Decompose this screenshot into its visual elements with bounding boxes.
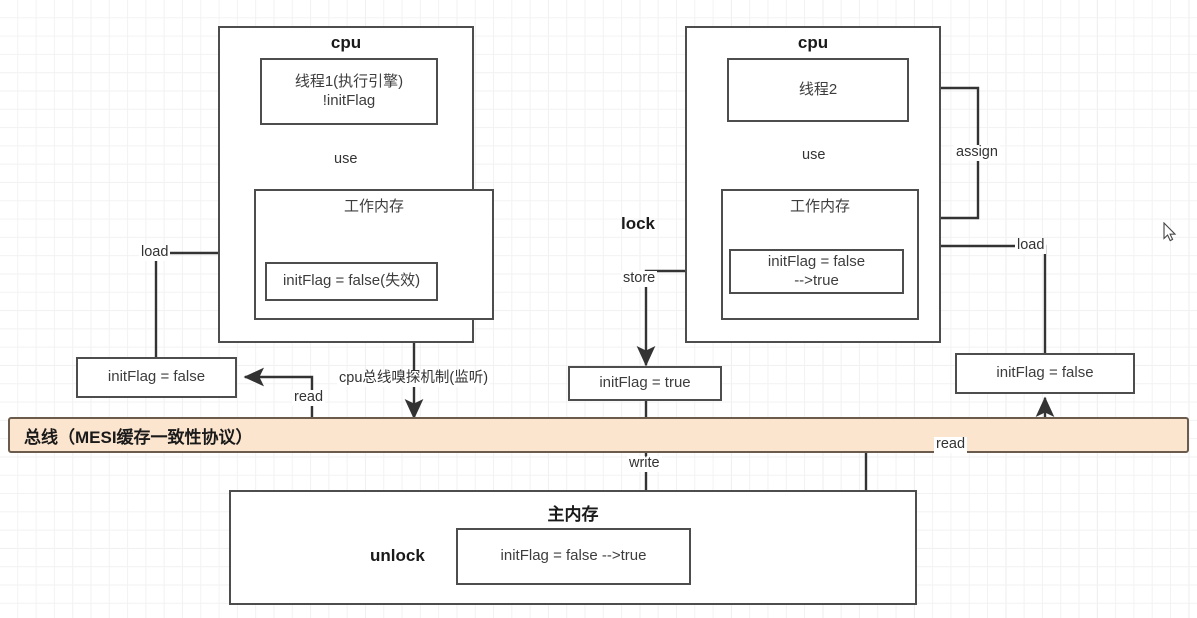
label-read-left: read <box>292 389 326 406</box>
var-right-label: initFlag = false -->true <box>731 251 902 292</box>
label-use-right: use <box>800 147 828 164</box>
thread2-box: 线程2 <box>727 58 909 122</box>
label-load-left: load <box>139 244 171 261</box>
thread1-line1: 线程1(执行引擎) <box>294 72 404 90</box>
cache-box-left: initFlag = false <box>76 357 237 398</box>
label-store: store <box>621 270 658 287</box>
main-memory-var-box: initFlag = false -->true <box>456 528 691 585</box>
label-unlock: unlock <box>370 546 425 565</box>
main-memory-title: 主内存 <box>547 505 599 524</box>
cache-box-middle-label: initFlag = true <box>599 374 691 392</box>
cache-box-middle: initFlag = true <box>568 366 722 401</box>
label-load-right: load <box>1015 237 1047 254</box>
label-lock: lock <box>621 214 656 233</box>
cpu-right-title: cpu <box>797 33 829 52</box>
label-assign: assign <box>954 144 1000 161</box>
work-memory-left-title: 工作内存 <box>343 198 404 215</box>
label-use-left: use <box>332 151 360 168</box>
thread1-box: 线程1(执行引擎) !initFlag <box>260 58 438 125</box>
edge-read-left <box>243 367 314 429</box>
main-memory-var-label: initFlag = false -->true <box>500 547 647 565</box>
mouse-cursor <box>1163 222 1177 242</box>
var-right-box: initFlag = false -->true <box>729 249 904 294</box>
var-right-line1: initFlag = false <box>767 252 866 270</box>
bus-bar: 总线（MESI缓存一致性协议） <box>8 417 1189 453</box>
label-read-right: read <box>934 436 968 453</box>
label-snoop: cpu总线嗅探机制(监听) <box>337 370 491 387</box>
var-left-box: initFlag = false(失效) <box>265 262 438 301</box>
bus-label: 总线（MESI缓存一致性协议） <box>24 427 253 447</box>
cpu-left-title: cpu <box>330 33 362 52</box>
cache-box-right-label: initFlag = false <box>996 364 1094 382</box>
thread1-line2: !initFlag <box>322 91 376 109</box>
work-memory-right-title: 工作内存 <box>789 198 850 215</box>
thread2-label: 线程2 <box>798 80 838 98</box>
cache-box-left-label: initFlag = false <box>107 368 206 386</box>
thread1-label: 线程1(执行引擎) !initFlag <box>262 60 436 123</box>
var-right-line2: -->true <box>794 271 839 289</box>
cache-box-right: initFlag = false <box>955 353 1135 394</box>
label-write: write <box>627 455 662 472</box>
var-left-label: initFlag = false(失效) <box>282 272 421 290</box>
